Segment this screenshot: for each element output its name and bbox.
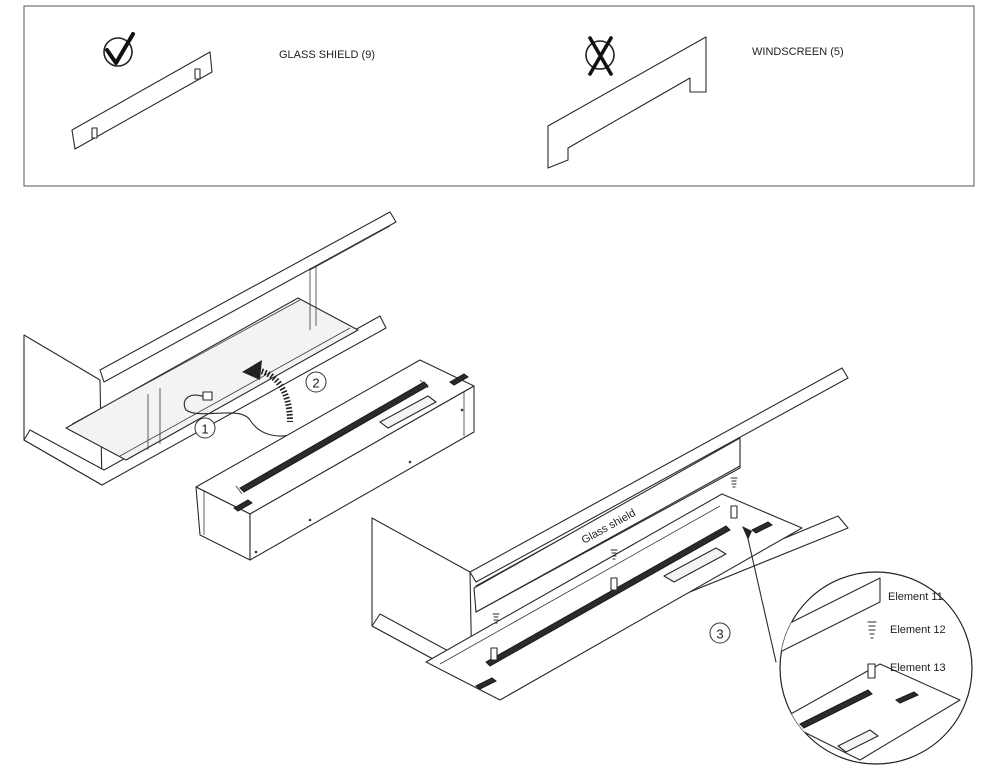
check-icon	[103, 32, 135, 67]
step-3-marker: 3	[709, 622, 731, 644]
step-1-marker: 1	[194, 417, 216, 439]
element-11-label: Element 11	[888, 591, 943, 603]
step-2-marker: 2	[305, 371, 327, 393]
detail-view: Element 11 Element 12 Element 13	[779, 571, 973, 765]
cross-icon	[585, 36, 615, 76]
windscreen-illustration	[547, 36, 707, 169]
step-3-number: 3	[716, 627, 723, 642]
element-13-label: Element 13	[890, 662, 946, 674]
glass-shield-label: GLASS SHIELD (9)	[279, 49, 375, 61]
rotation-arrow	[242, 360, 293, 423]
burner-unit	[195, 359, 475, 561]
windscreen-label: WINDSCREEN (5)	[752, 46, 844, 58]
element-12-label: Element 12	[890, 624, 946, 636]
detail-leader-arrow	[742, 526, 777, 663]
fireplace-cavity-left	[23, 211, 397, 486]
glass-shield-illustration	[71, 51, 213, 150]
step-2-number: 2	[312, 376, 319, 391]
power-cable	[183, 391, 301, 437]
step-1-number: 1	[201, 422, 208, 437]
legend-box	[23, 5, 975, 187]
